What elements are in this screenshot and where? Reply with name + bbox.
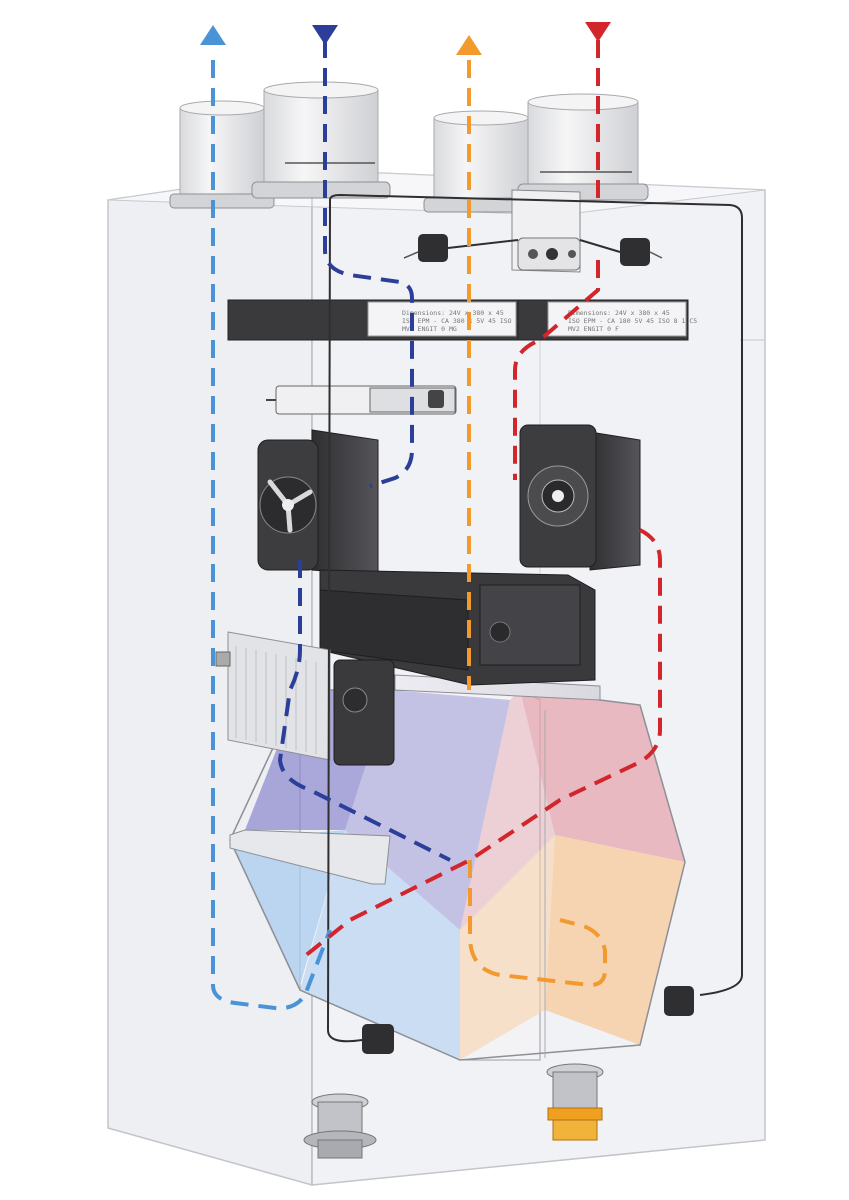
sensor-icon-2 [620, 238, 650, 266]
filter-label-right-3: MV2 ENGIT 0 F [568, 325, 619, 333]
filter-label-right-1: Dimensions: 24V x 380 x 45 [568, 309, 670, 317]
arrow-exhaust-up-icon [200, 25, 226, 45]
airflow-extract [277, 40, 451, 862]
preheater-element [266, 385, 457, 415]
electronics-panel [215, 631, 331, 761]
duct-collar-extract [251, 81, 391, 199]
duct-collar-outdoor [517, 93, 649, 201]
filter-icon-left: Dimensions: 24V x 380 x 45 ISO EPM - CA … [227, 299, 539, 341]
airflow-exhaust [211, 60, 332, 1011]
filter-label-left-1: Dimensions: 24V x 380 x 45 [402, 309, 504, 317]
filter-label-right-2: ISO EPM - CA 180 5V 45 ISO 8 1 C5 [568, 317, 697, 325]
arrow-outdoor-down-icon [585, 22, 611, 42]
sensor-icon-4 [362, 1024, 394, 1054]
drain-icon-left [303, 1093, 377, 1159]
arrow-extract-down-icon [312, 25, 338, 45]
airflow-supply [467, 60, 607, 988]
duct-collar-supply [423, 110, 539, 213]
wiring-harness [326, 193, 743, 1043]
duct-collar-exhaust [169, 100, 275, 209]
filter-label-left-3: MV2 ENGIT 0 MG [402, 325, 457, 333]
arrow-supply-up-icon [456, 35, 482, 55]
fan-icon-extract [257, 429, 379, 576]
sensor-icon-1 [418, 234, 448, 262]
fan-icon-supply [519, 424, 641, 571]
sensor-icon-3 [664, 986, 694, 1016]
drain-icon-right [546, 1063, 604, 1141]
bypass-damper-module [319, 569, 596, 686]
damper-actuator [333, 659, 395, 766]
controller-icon [511, 189, 581, 273]
airflow-outdoor [298, 40, 662, 962]
